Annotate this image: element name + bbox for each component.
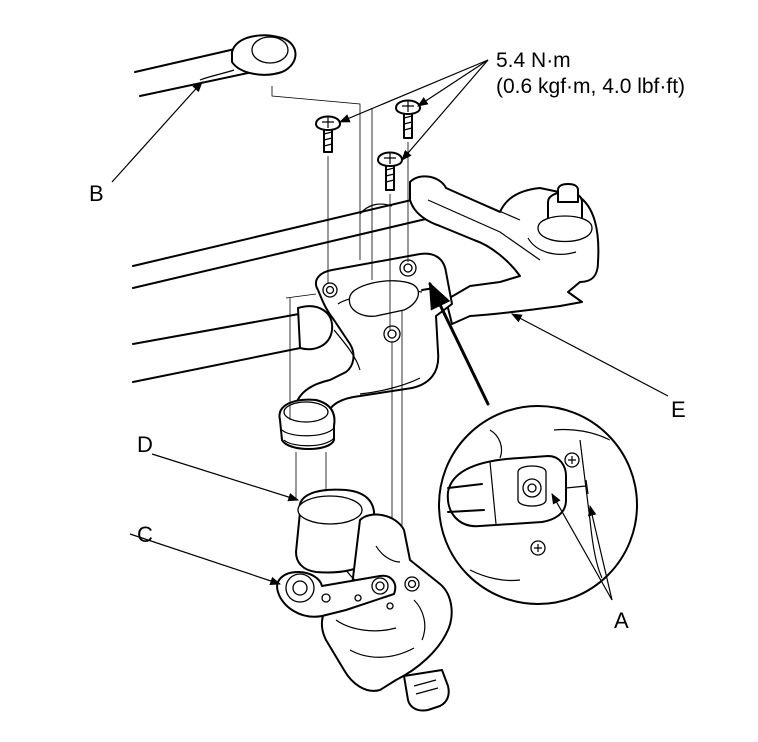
pivot-arm-b [134,34,297,97]
label-b: B [89,181,104,206]
torque-spec: 5.4 N·m (0.6 kgf·m, 4.0 lbf·ft) [496,49,685,98]
label-d: D [137,432,153,457]
wiper-frame-e [278,175,600,450]
bolt-2 [395,99,421,139]
detail-view [438,405,638,605]
mounting-bolts [315,99,421,191]
torque-spec-line2: (0.6 kgf·m, 4.0 lbf·ft) [496,75,685,98]
lower-linkage-rod [132,305,334,383]
bolt-3 [377,151,403,191]
callout-leaders [111,59,669,601]
label-c: C [137,522,153,547]
label-e: E [671,397,686,422]
label-a: A [614,608,629,633]
wiper-motor-d [276,488,453,712]
bolt-1 [315,115,341,153]
torque-spec-line1: 5.4 N·m [496,49,571,72]
